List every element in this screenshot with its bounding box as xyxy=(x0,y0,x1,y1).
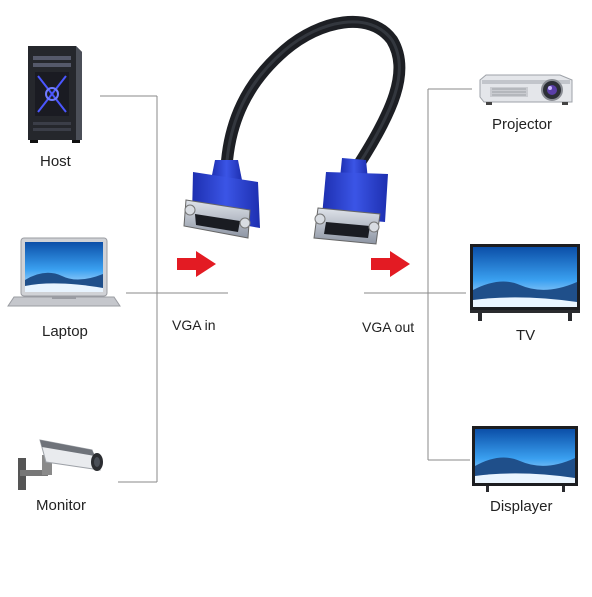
output-label-projector: Projector xyxy=(492,116,553,133)
source-label-laptop: Laptop xyxy=(42,323,88,340)
output-arrow-icon xyxy=(371,251,410,277)
input-arrow-icon xyxy=(177,251,216,277)
output-label-tv: TV xyxy=(516,327,536,344)
projector-icon xyxy=(479,74,573,105)
vga-connector-left xyxy=(183,160,260,239)
source-label-host: Host xyxy=(40,153,71,170)
right-connection-lines xyxy=(364,88,472,461)
tv-icon xyxy=(470,244,580,321)
vga-connector-right xyxy=(313,158,388,245)
laptop-icon xyxy=(7,237,121,307)
left-connection-lines xyxy=(100,95,228,483)
vga-in-label: VGA in xyxy=(172,317,216,333)
vga-out-label: VGA out xyxy=(362,319,415,335)
security-camera-icon xyxy=(18,439,103,490)
monitor-display-icon xyxy=(472,426,578,492)
vga-cable-icon xyxy=(183,15,406,245)
source-label-monitor: Monitor xyxy=(36,497,87,514)
output-label-displayer: Displayer xyxy=(490,498,553,515)
desktop-tower-icon xyxy=(28,46,82,143)
